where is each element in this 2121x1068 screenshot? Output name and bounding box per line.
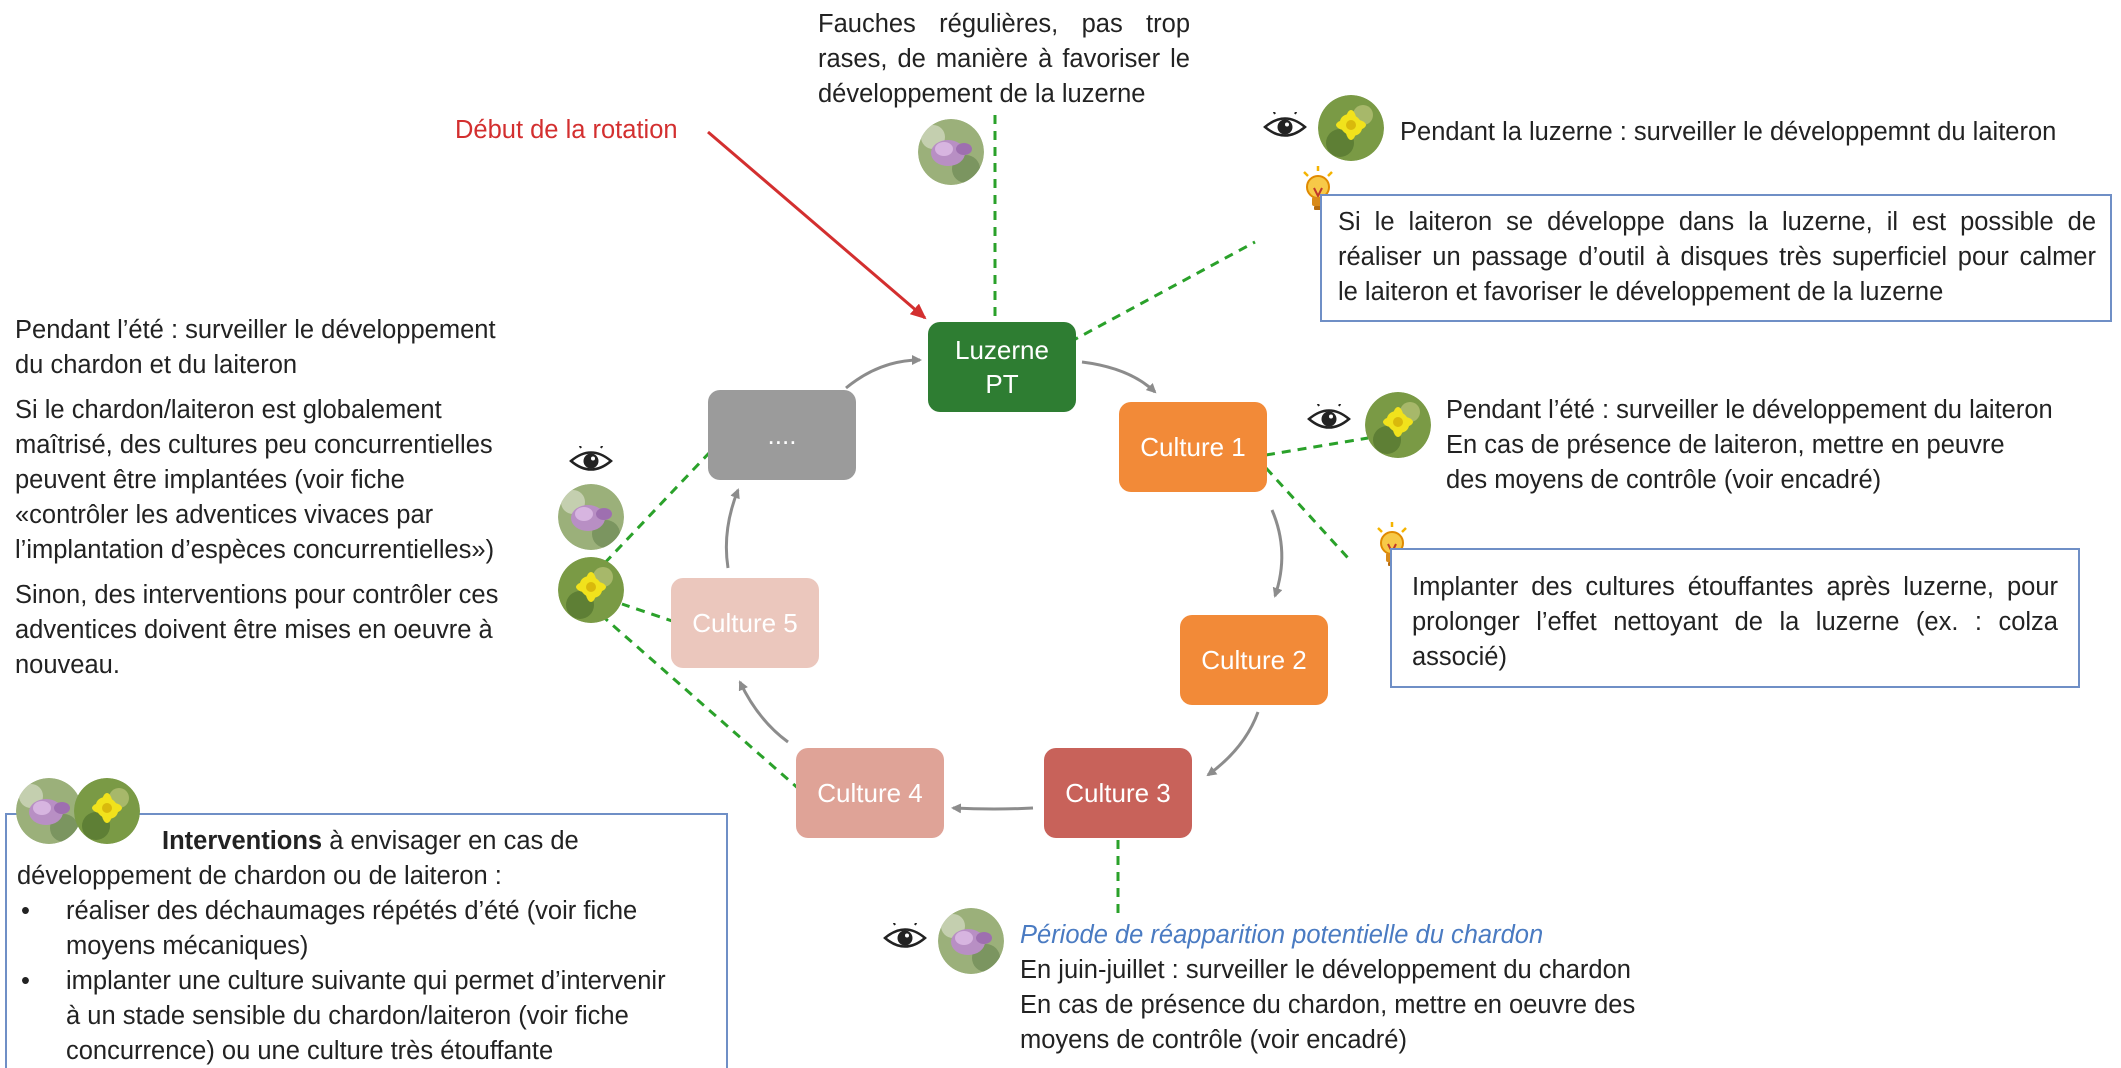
top-note-line: développement de la luzerne — [818, 80, 1146, 108]
interventions-title: Interventions à envisager en cas de — [17, 824, 716, 859]
node-culture-3-label: Culture 3 — [1065, 778, 1171, 808]
debut-rotation-label: Début de la rotation — [455, 116, 678, 144]
node-culture-4: Culture 4 — [796, 748, 944, 838]
arrow-ellipsis-to-luzerne — [845, 355, 922, 390]
node-culture-5-label: Culture 5 — [692, 608, 798, 638]
sow-thistle-photo-icon — [74, 778, 140, 844]
culture1-tip-line: Implanter des cultures étouffantes après… — [1412, 573, 2058, 601]
left-note-line: «contrôler les adventices vivaces par — [15, 501, 434, 529]
left-note-line: Sinon, des interventions pour contrôler … — [15, 581, 499, 609]
list-item-line: à un stade sensible du chardon/laiteron … — [66, 1002, 629, 1030]
luzerne-tip-box: Si le laiteron se développe dans la luze… — [1320, 194, 2112, 322]
culture1-watch-line: En cas de présence de laiteron, mettre e… — [1446, 431, 2005, 459]
culture3-note-line: moyens de contrôle (voir encadré) — [1020, 1026, 1407, 1054]
culture1-watch-line: des moyens de contrôle (voir encadré) — [1446, 466, 1882, 494]
node-culture-2-label: Culture 2 — [1201, 645, 1307, 675]
debut-arrow — [707, 130, 927, 320]
dashed-culture1-tip — [1264, 466, 1350, 560]
interventions-title-line2: développement de chardon ou de laiteron … — [17, 862, 502, 890]
dashed-ellipsis-left — [598, 450, 712, 570]
left-note-line: peuvent être implantées (voir fiche — [15, 466, 405, 494]
arrow-culture1-to-culture2 — [1270, 509, 1284, 598]
culture1-tip-box: Implanter des cultures étouffantes après… — [1390, 548, 2080, 688]
left-note-line: adventices doivent être mises en oeuvre … — [15, 616, 493, 644]
culture1-tip-line: associé) — [1412, 643, 1507, 671]
culture3-note-line: En juin-juillet : surveiller le développ… — [1020, 956, 1631, 984]
left-note-line: l’implantation d’espèces concurrentielle… — [15, 536, 495, 564]
thistle-photo-icon — [938, 908, 1004, 974]
node-culture-5: Culture 5 — [671, 578, 819, 668]
thistle-photo-icon — [558, 484, 624, 550]
left-note-line: Si le chardon/laiteron est globalement — [15, 396, 442, 424]
interventions-box: Interventions à envisager en cas de déve… — [5, 813, 728, 1068]
node-ellipsis: .... — [708, 390, 856, 480]
node-culture-2: Culture 2 — [1180, 615, 1328, 705]
top-note-line: rases, de manière à favoriser le — [818, 45, 1190, 73]
luzerne-watch-text: Pendant la luzerne : surveiller le dével… — [1400, 118, 2057, 146]
dashed-culture4-left — [599, 612, 801, 792]
node-pt-label: PT — [985, 369, 1019, 399]
sow-thistle-photo-icon — [558, 557, 624, 623]
dashed-culture1-watch — [1265, 436, 1369, 457]
left-note-line: maîtrisé, des cultures peu concurrentiel… — [15, 431, 493, 459]
dashed-luzerne-tip — [1069, 240, 1256, 344]
node-luzerne-label: Luzerne — [955, 335, 1049, 365]
culture1-watch-text: Pendant l’été : surveiller le développem… — [1446, 393, 2053, 498]
eye-icon — [1262, 108, 1308, 147]
list-item-line: réaliser des déchaumages répétés d’été (… — [66, 897, 638, 925]
thistle-photo-icon — [918, 119, 984, 185]
interventions-title-bold: Interventions — [162, 827, 323, 855]
luzerne-tip-line: Si le laiteron se développe dans la luze… — [1338, 208, 2096, 236]
node-culture-1-label: Culture 1 — [1140, 432, 1246, 462]
culture3-note: Période de réapparition potentielle du c… — [1020, 918, 1635, 1058]
culture1-watch-line: Pendant l’été : surveiller le développem… — [1446, 396, 2053, 424]
list-item: réaliser des déchaumages répétés d’été (… — [17, 894, 716, 964]
sow-thistle-photo-icon — [1365, 392, 1431, 458]
node-culture-1: Culture 1 — [1119, 402, 1267, 492]
node-ellipsis-label: .... — [767, 420, 797, 450]
left-notes: Pendant l’été : surveiller le développem… — [15, 313, 535, 683]
luzerne-tip-line: réaliser un passage d’outil à disques tr… — [1338, 243, 2096, 271]
node-culture-4-label: Culture 4 — [817, 778, 923, 808]
interventions-title-rest: à envisager en cas de — [322, 827, 579, 855]
arrow-culture4-to-culture5 — [738, 680, 789, 744]
arrow-luzerne-to-culture1 — [1081, 360, 1157, 394]
sow-thistle-photo-icon — [1318, 95, 1384, 161]
node-luzerne-pt: Luzerne PT — [928, 322, 1076, 412]
left-note-line: nouveau. — [15, 651, 120, 679]
eye-icon — [882, 919, 928, 958]
arrow-culture2-to-culture3 — [1206, 711, 1260, 777]
eye-icon — [568, 442, 614, 481]
luzerne-tip-line: le laiteron et favoriser le développemen… — [1338, 278, 1944, 306]
culture3-note-title: Période de réapparition potentielle du c… — [1020, 921, 1544, 949]
list-item-line: concurrence) ou une culture très étouffa… — [66, 1037, 554, 1065]
arrow-culture5-to-ellipsis — [724, 488, 740, 569]
list-item: implanter une culture suivante qui perme… — [17, 964, 716, 1068]
culture3-note-line: En cas de présence du chardon, mettre en… — [1020, 991, 1636, 1019]
left-note-line: du chardon et du laiteron — [15, 351, 298, 379]
eye-icon — [1306, 400, 1352, 439]
left-note-line: Pendant l’été : surveiller le développem… — [15, 316, 496, 344]
top-note-line: Fauches régulières, pas trop — [818, 10, 1190, 38]
arrow-culture3-to-culture4 — [951, 803, 1034, 814]
thistle-photo-icon — [16, 778, 82, 844]
interventions-list: réaliser des déchaumages répétés d’été (… — [17, 894, 716, 1068]
culture1-tip-line: prolonger l’effet nettoyant de la luzern… — [1412, 608, 2058, 636]
list-item-line: implanter une culture suivante qui perme… — [66, 967, 666, 995]
list-item-line: moyens mécaniques) — [66, 932, 309, 960]
dashed-culture5-left — [621, 602, 676, 624]
top-note: Fauches régulières, pas trop rases, de m… — [818, 7, 1190, 112]
node-culture-3: Culture 3 — [1044, 748, 1192, 838]
